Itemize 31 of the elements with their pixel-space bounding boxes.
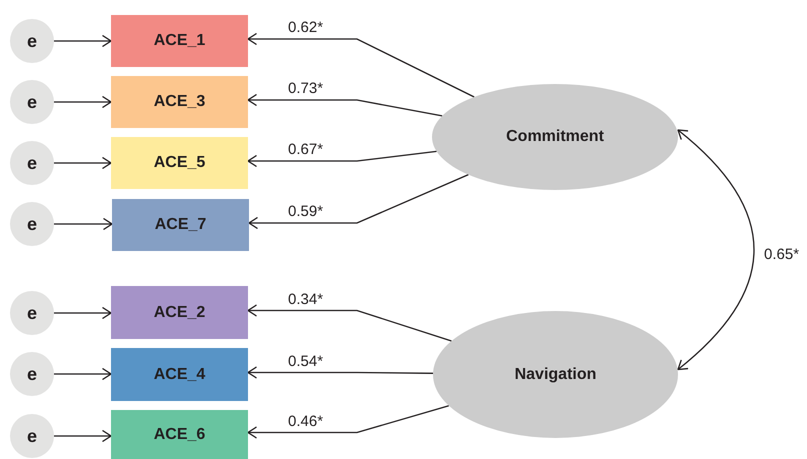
- error-circle: e: [10, 141, 54, 185]
- error-circle: e: [10, 352, 54, 396]
- arrow: [54, 306, 112, 320]
- indicator-box: ACE_6: [111, 410, 248, 459]
- error-circle: e: [10, 19, 54, 63]
- latent-ellipse: Commitment: [432, 84, 678, 190]
- arrow: [247, 32, 474, 98]
- arrow: [54, 156, 112, 170]
- indicator-box: ACE_2: [111, 286, 248, 339]
- arrow: [247, 94, 442, 117]
- error-circle: e: [10, 414, 54, 458]
- indicator-box: ACE_4: [111, 348, 248, 401]
- error-circle: e: [10, 291, 54, 335]
- arrow: [247, 366, 433, 379]
- arrow: [54, 430, 112, 442]
- latent-ellipse: Navigation: [433, 311, 678, 438]
- arrow: [54, 96, 112, 108]
- error-circle: e: [10, 80, 54, 124]
- arrow: [54, 368, 112, 380]
- indicator-box: ACE_1: [111, 15, 248, 67]
- arrow: [247, 405, 449, 439]
- indicator-box: ACE_3: [111, 76, 248, 128]
- arrow: [677, 129, 754, 370]
- arrow: [54, 218, 113, 230]
- arrow: [248, 174, 469, 230]
- arrow: [54, 34, 112, 48]
- arrow: [247, 150, 437, 168]
- indicator-box: ACE_7: [112, 199, 249, 251]
- indicator-box: ACE_5: [111, 137, 248, 189]
- error-circle: e: [10, 202, 54, 246]
- arrow: [247, 304, 452, 342]
